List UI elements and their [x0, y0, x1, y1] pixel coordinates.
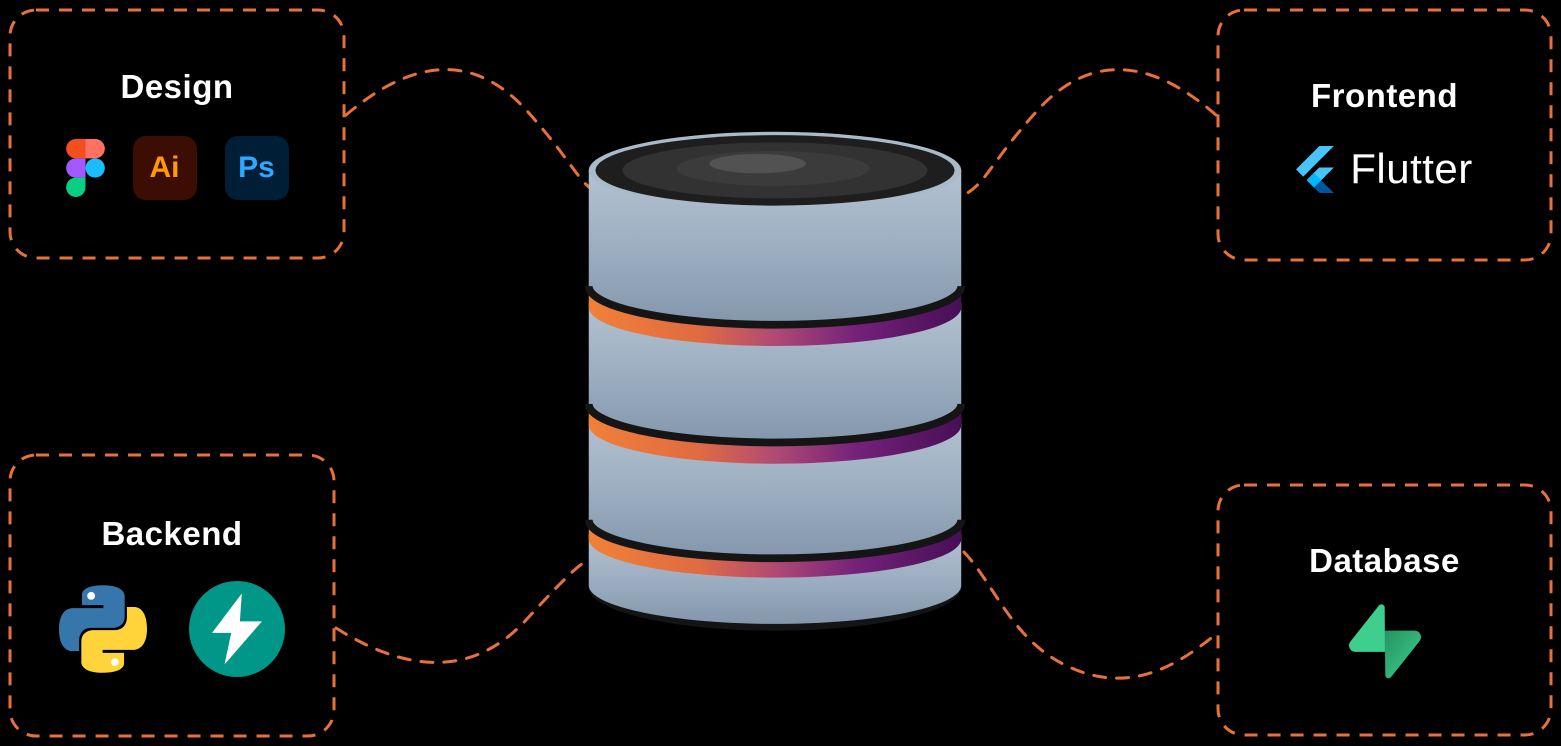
supabase-icon: [1348, 603, 1421, 678]
design-icons: Ai Ps: [65, 136, 289, 200]
illustrator-glyph: Ai: [149, 151, 180, 184]
database-title: Database: [1309, 541, 1460, 579]
fastapi-icon: [189, 580, 285, 677]
backend-icons: [59, 580, 285, 677]
frontend-title: Frontend: [1311, 77, 1458, 114]
python-icon: [59, 584, 147, 673]
photoshop-icon: Ps: [224, 136, 289, 200]
node-database: Database: [1218, 485, 1551, 735]
database-cylinder: [584, 131, 966, 631]
figma-icon: [65, 139, 105, 197]
disc-3-edge: [584, 519, 966, 563]
node-design: Design Ai Ps: [10, 10, 344, 258]
connector-db-to-database: [962, 550, 1218, 680]
illustrator-icon: Ai: [132, 136, 197, 200]
design-title: Design: [120, 68, 234, 105]
frontend-icons: Flutter: [1296, 145, 1473, 193]
cylinder-disc-1: [588, 170, 962, 325]
cylinder-top-highlight: [709, 153, 806, 174]
flutter-icon: [1296, 145, 1335, 193]
disc-2-edge: [584, 403, 966, 447]
connector-design-to-db: [344, 68, 604, 198]
node-backend: Backend: [10, 455, 334, 736]
node-frontend: Frontend Flutter: [1218, 10, 1551, 260]
backend-title: Backend: [101, 514, 243, 552]
disc-1-edge: [584, 285, 966, 329]
connector-backend-to-db: [334, 550, 604, 664]
database-icons: [1348, 603, 1421, 679]
flutter-wordmark: Flutter: [1350, 145, 1473, 192]
connector-db-to-frontend: [960, 68, 1218, 198]
photoshop-glyph: Ps: [238, 151, 275, 184]
